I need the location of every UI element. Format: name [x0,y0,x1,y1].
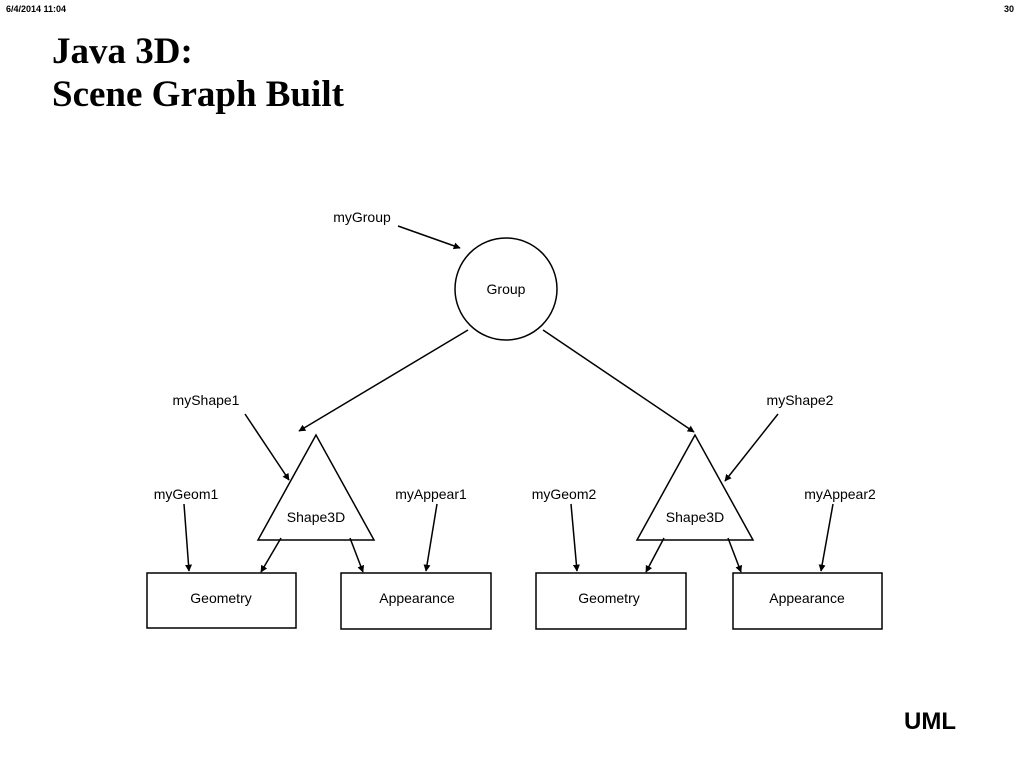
pointer-mygroup [397,225,461,250]
geometry-node-1 [146,572,297,629]
shape3d-node-2-label: Shape3D [666,509,724,525]
shape3d-node-1-label: Shape3D [287,509,345,525]
geometry-node-2 [535,572,687,630]
slide-title-line-1: Java 3D: [52,31,193,72]
appearance-node-1-label: Appearance [379,590,455,606]
myappear1-label: myAppear1 [395,486,467,502]
mygeom1-label: myGeom1 [154,486,219,502]
edge-shape1-to-geometry [260,537,282,573]
geometry-node-1-label: Geometry [190,590,251,606]
pointer-myappear2 [818,503,834,572]
pointer-myshape2 [724,413,779,482]
edge-shape1-to-appearance [349,537,365,573]
myappear2-label: myAppear2 [804,486,876,502]
uml-label: UML [904,708,956,735]
edge-shape2-to-appearance [727,537,743,573]
edge-shape2-to-geometry [645,537,665,573]
mygeom2-label: myGeom2 [532,486,597,502]
pointer-myappear1 [423,503,438,572]
myshape1-label: myShape1 [173,392,240,408]
slide-title-line-2: Scene Graph Built [52,74,344,115]
edge-group-to-shape1 [298,329,469,432]
appearance-node-2-label: Appearance [769,590,845,606]
slide-title: Java 3D: Scene Graph Built [52,30,344,116]
shape3d-node-2 [635,433,755,541]
geometry-node-2-label: Geometry [578,590,639,606]
pointer-myshape1 [244,413,290,481]
pointer-mygeom2 [570,503,580,572]
page-number: 30 [1003,4,1014,14]
pointer-mygeom1 [183,503,193,572]
group-node-label: Group [487,281,526,297]
shape3d-node-1 [256,433,376,541]
group-node [454,237,558,341]
mygroup-label: myGroup [333,209,391,225]
appearance-node-1 [340,572,492,630]
appearance-node-2 [732,572,883,630]
myshape2-label: myShape2 [767,392,834,408]
edge-group-to-shape2 [542,329,695,433]
header-date-time: 6/4/2014 11:04 [6,4,67,14]
